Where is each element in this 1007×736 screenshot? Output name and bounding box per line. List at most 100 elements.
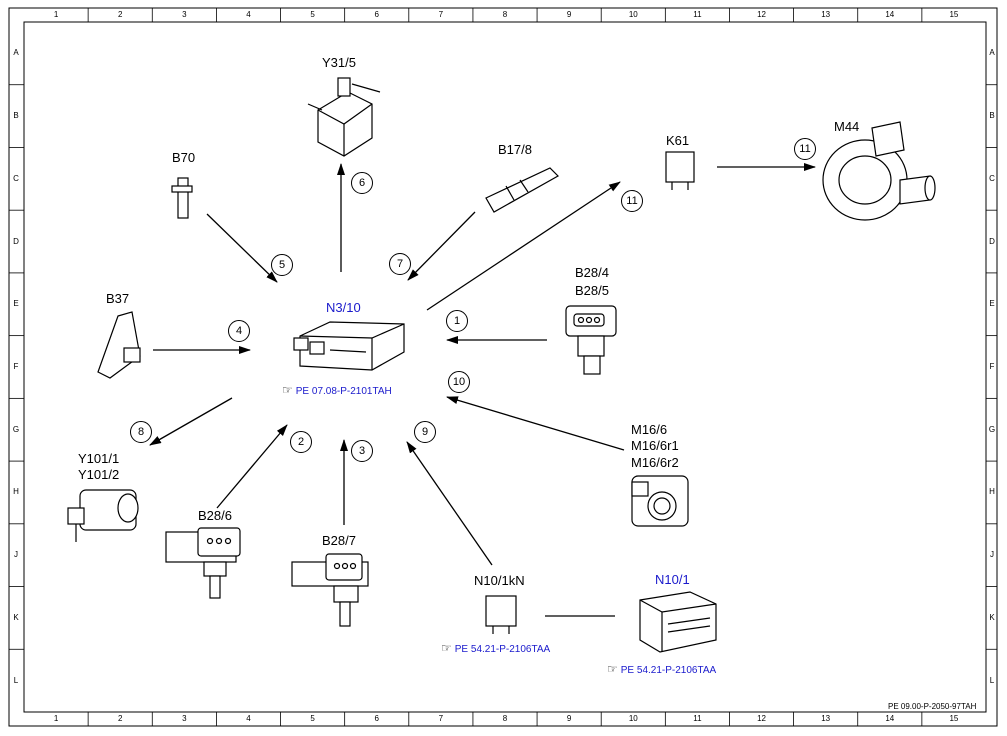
grid-row-label: D (13, 236, 19, 246)
grid-column-label: 13 (821, 714, 831, 723)
label-y101-1: Y101/1 (78, 451, 120, 466)
grid-row-label: L (989, 675, 995, 685)
y31-5-valve-icon (307, 77, 381, 157)
circle-7: 7 (389, 253, 411, 275)
label-y101-2: Y101/2 (78, 467, 120, 482)
grid-column-label: 13 (821, 10, 831, 19)
arrow-11a (426, 181, 621, 311)
grid-column-label: 7 (438, 10, 444, 19)
circle-9: 9 (414, 421, 436, 443)
grid-row-label: G (12, 424, 20, 434)
circle-3: 3 (351, 440, 373, 462)
grid-row-label: E (13, 299, 19, 309)
label-b17-8: B17/8 (498, 142, 532, 157)
grid-row-label: F (13, 362, 19, 371)
grid-column-label: 3 (182, 10, 187, 19)
grid-row-label: G (988, 424, 996, 434)
grid-row-label: A (13, 48, 19, 58)
ref-n10-1[interactable]: ☞PE 54.21-P-2106TAA (607, 663, 716, 677)
grid-column-label: 4 (246, 714, 251, 723)
label-b28-6: B28/6 (198, 508, 232, 523)
arrow-10 (446, 396, 625, 451)
grid-column-label: 6 (374, 714, 379, 723)
grid-column-label: 15 (949, 714, 959, 723)
ref-n10-1kn-text: PE 54.21-P-2106TAA (454, 644, 551, 655)
n10-1kn-relay-icon (485, 595, 517, 634)
label-m16-6: M16/6 (631, 422, 668, 437)
ref-n3-10[interactable]: ☞PE 07.08-P-2101TAH (282, 384, 392, 398)
label-k61: K61 (666, 133, 690, 148)
b28-4-pressure-sensor-icon (565, 305, 617, 375)
b17-8-sensor-icon (485, 167, 559, 213)
grid-row-label: B (989, 111, 995, 121)
grid-column-label: 5 (310, 714, 315, 723)
grid-row-label: B (13, 111, 19, 121)
arrow-8 (149, 397, 233, 446)
grid-column-label: 1 (53, 714, 59, 723)
grid-column-label: 11 (693, 714, 702, 723)
grid-column-label: 8 (502, 10, 508, 19)
arrow-9 (406, 441, 493, 566)
grid-column-label: 11 (693, 10, 702, 19)
label-m16-6r1: M16/6r1 (631, 438, 679, 453)
grid-row-label: D (989, 236, 995, 246)
grid-row-label: A (989, 48, 995, 58)
label-n10-1kn: N10/1kN (474, 573, 525, 588)
b28-7-pressure-sensor-icon (291, 553, 369, 627)
grid-column-label: 2 (117, 10, 123, 19)
circle-4: 4 (228, 320, 250, 342)
grid-column-label: 5 (310, 10, 315, 19)
document-code: PE 09.00-P-2050-97TAH (888, 702, 977, 711)
grid-row-label: L (13, 675, 19, 685)
label-m16-6r2: M16/6r2 (631, 455, 679, 470)
label-n3-10: N3/10 (326, 300, 361, 315)
label-b37: B37 (106, 291, 130, 306)
label-b28-5: B28/5 (575, 283, 609, 298)
ref-n10-1kn[interactable]: ☞PE 54.21-P-2106TAA (441, 642, 550, 656)
grid-column-label: 9 (566, 714, 572, 723)
grid-column-label: 1 (53, 10, 59, 19)
m16-6-throttle-icon (631, 475, 689, 527)
circle-11a: 11 (621, 190, 643, 212)
grid-row-label: K (13, 612, 19, 622)
label-n10-1: N10/1 (655, 572, 690, 587)
y101-actuator-icon (67, 489, 139, 542)
outer-border (8, 7, 998, 727)
label-m44: M44 (834, 119, 860, 134)
pointing-hand-icon: ☞ (282, 383, 293, 397)
grid-column-label: 10 (628, 714, 638, 723)
m44-pump-icon (822, 121, 936, 221)
grid-column-label: 2 (117, 714, 123, 723)
grid-column-label: 14 (885, 714, 895, 723)
grid-row-label: C (13, 173, 19, 183)
n3-10-control-unit-icon (293, 321, 405, 371)
arrow-7 (407, 211, 476, 281)
circle-1: 1 (446, 310, 468, 332)
grid-column-label: 12 (757, 714, 766, 723)
grid-column-label: 7 (438, 714, 444, 723)
label-y31-5: Y31/5 (322, 55, 356, 70)
inner-border (23, 21, 987, 713)
grid-column-label: 10 (628, 10, 638, 19)
label-b28-7: B28/7 (322, 533, 356, 548)
circle-5: 5 (271, 254, 293, 276)
circle-8: 8 (130, 421, 152, 443)
arrow-5 (206, 213, 278, 283)
grid-row-label: J (990, 550, 994, 560)
pointing-hand-icon: ☞ (441, 641, 452, 655)
grid-row-label: E (989, 299, 995, 309)
grid-column-label: 8 (502, 714, 508, 723)
grid-row-label: K (989, 612, 995, 622)
ref-n10-1-text: PE 54.21-P-2106TAA (620, 665, 717, 676)
grid-column-label: 9 (566, 10, 572, 19)
grid-row-label: C (989, 173, 995, 183)
circle-10: 10 (448, 371, 470, 393)
label-b70: B70 (172, 150, 196, 165)
k61-relay-icon (665, 151, 695, 190)
grid-row-label: F (989, 362, 995, 371)
circle-6: 6 (351, 172, 373, 194)
b70-sensor-icon (171, 177, 193, 219)
grid-column-label: 14 (885, 10, 895, 19)
grid-column-label: 6 (374, 10, 379, 19)
